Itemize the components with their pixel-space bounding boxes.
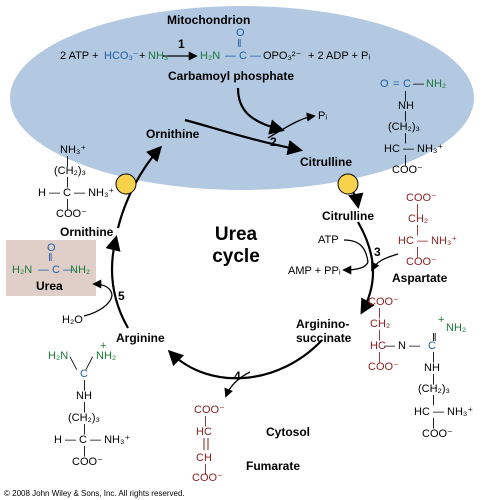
cycle-title-line1: Urea (214, 224, 258, 245)
side-arrows (83, 51, 399, 398)
arrow-step4 (167, 339, 323, 380)
fumarate-label: Fumarate (246, 459, 301, 473)
citrulline-transporter (337, 173, 359, 195)
urea-oxygen: O (47, 242, 56, 254)
reactant-ammonia: NH₃ (148, 50, 169, 62)
arrow-amp-out (342, 261, 369, 275)
mitochondrion-compartment (10, 6, 474, 190)
step-5-number: 5 (118, 289, 125, 303)
arginine-label: Arginine (116, 331, 165, 345)
cytosol-label: Cytosol (266, 425, 311, 439)
ornithine-cytosol-label: Ornithine (60, 225, 114, 239)
reactant-bicarbonate: HCO₃⁻ (104, 50, 139, 62)
step-2-number: 2 (270, 135, 277, 149)
carbamoyl-carbon: — C — (225, 50, 262, 62)
carbamoyl-h2n: H₂N (200, 50, 221, 62)
step-3-atp: ATP (318, 234, 339, 246)
carbamoyl-phosphate-label: Carbamoyl phosphate (168, 69, 295, 83)
urea-nh2: NH₂ (70, 264, 91, 276)
arrow-h2o-in (83, 295, 113, 317)
step-2-phosphate: Pᵢ (318, 110, 328, 122)
citrulline-cytosol-label: Citrulline (322, 209, 375, 223)
step-3-number: 3 (374, 245, 381, 259)
argininosuccinate-label-2: succinate (296, 331, 352, 345)
step-1-number: 1 (178, 37, 185, 51)
reaction-1-products: + 2 ADP + Pᵢ (308, 50, 371, 62)
arrow-step5 (105, 235, 129, 329)
citrulline-mito-label: Citrulline (300, 155, 353, 169)
argininosuccinate-n-bridge: — N — (384, 340, 421, 352)
step-5-water: H₂O (62, 314, 83, 326)
urea-double-bond: ‖ (48, 252, 53, 264)
carbamoyl-phosphate-group: OPO₃²⁻ (263, 50, 302, 62)
step-3-products: AMP + PPᵢ (288, 265, 341, 277)
arrow-pi-release (267, 112, 316, 139)
urea-carbon: — C — (38, 264, 75, 276)
aspartate-label: Aspartate (392, 271, 448, 285)
reactant-atp: 2 ATP + (60, 50, 99, 62)
arrow-aspartate-in (371, 253, 399, 272)
carbamoyl-oxygen: O (236, 27, 245, 39)
arrow-carbamoyl (236, 87, 285, 135)
carbamoyl-double-bond: ‖ (237, 38, 242, 50)
urea-product-box (6, 240, 96, 296)
arginine-nh2: NH₂ (96, 350, 117, 362)
copyright-notice: © 2008 John Wiley & Sons, Inc. All right… (4, 489, 185, 498)
arginine-plus: + (100, 340, 107, 352)
urea-label: Urea (36, 279, 63, 293)
argininosuccinate-label-1: Arginino- (296, 317, 350, 331)
cycle-title-line2: cycle (212, 246, 260, 267)
mitochondrion-title: Mitochondrion (167, 13, 251, 27)
arrow-urea-out (92, 279, 113, 297)
plus-sign: + (139, 50, 146, 62)
arrow-atp-in (343, 239, 369, 263)
citrulline-o: O (380, 78, 389, 90)
arrow-step2 (184, 118, 304, 156)
ornithine-transporter (115, 173, 137, 195)
arrow-fumarate-out (224, 371, 251, 398)
ornithine-mito-label: Ornithine (146, 127, 200, 141)
step-4-number: 4 (234, 369, 241, 383)
urea-h2n: H₂N (12, 264, 33, 276)
bonds (203, 438, 209, 450)
